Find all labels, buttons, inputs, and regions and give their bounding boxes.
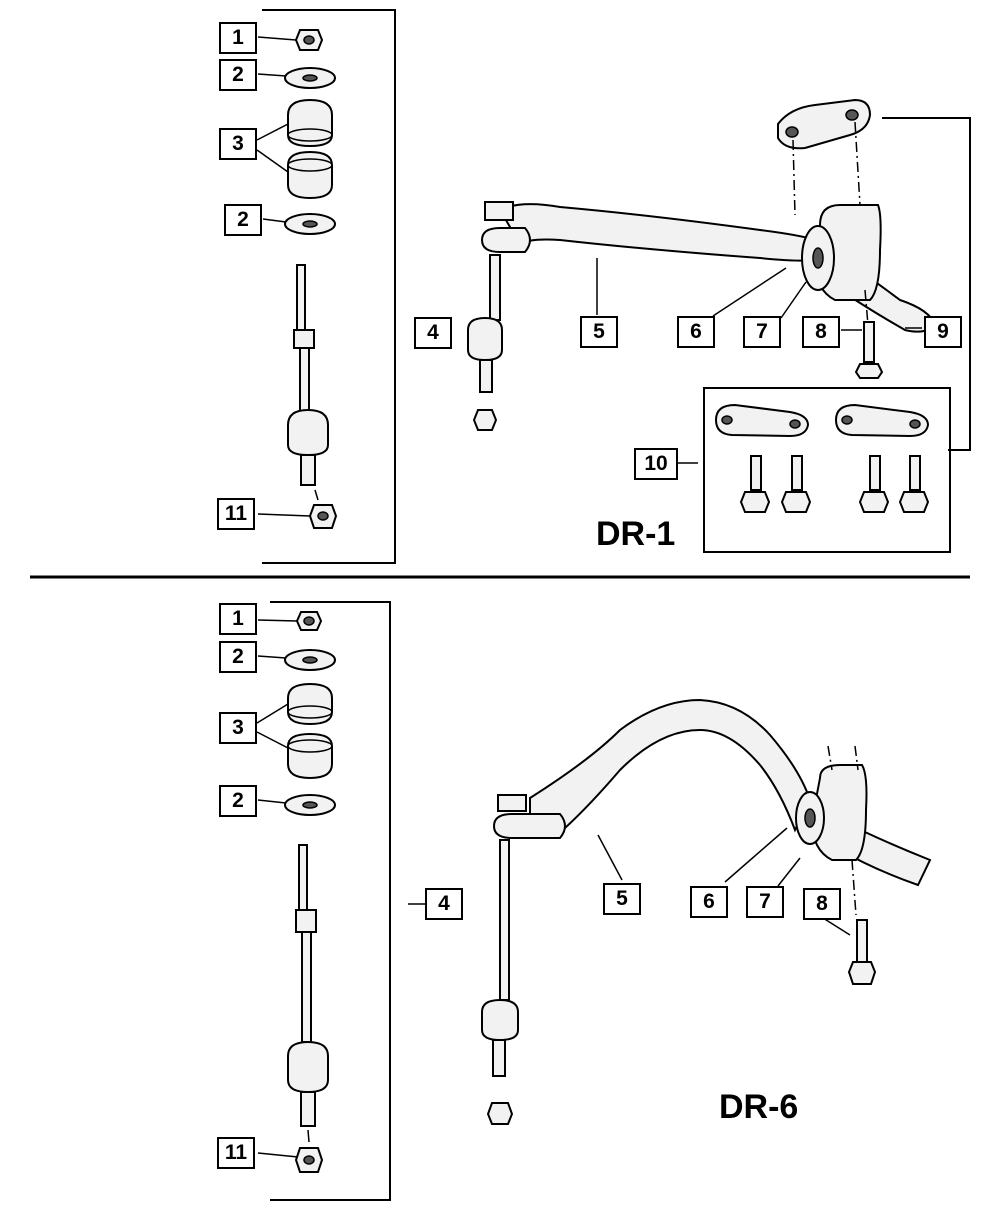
dr1-kit-bracket-right-part: [834, 403, 930, 438]
dr1-callout-5: 5: [580, 316, 618, 348]
dr1-kit-bracket-left-part: [714, 403, 810, 438]
dr6-bushing-upper-part: [287, 682, 333, 726]
dr6-bolt-part: [847, 919, 877, 985]
dr1-mounting-bracket-part: [777, 98, 872, 150]
dr6-callout-6: 6: [690, 886, 728, 918]
dr1-title: DR-1: [596, 515, 676, 553]
dr1-bushing-retainer-part: [801, 204, 882, 301]
dr1-bushing-upper-part: [287, 98, 333, 148]
dr1-callout-3: 3: [219, 128, 257, 160]
dr6-lower-nut-part: [294, 1147, 324, 1173]
dr6-callout-11: 11: [217, 1137, 255, 1169]
dr6-washer-part-top: [284, 649, 336, 671]
dr6-callout-2-bottom: 2: [219, 785, 257, 817]
dr6-link-bolt-part: [287, 844, 329, 1143]
dr1-bolt-part: [854, 321, 884, 379]
dr1-kit-bolts-part: [739, 455, 930, 513]
dr1-callout-10: 10: [634, 448, 678, 480]
dr6-callout-4: 4: [425, 888, 463, 920]
dr6-washer-part-bottom: [284, 794, 336, 816]
dr1-callout-7: 7: [743, 316, 781, 348]
dr6-callout-1: 1: [219, 603, 257, 635]
dr6-title: DR-6: [719, 1088, 799, 1126]
dr1-washer-part-top: [284, 67, 336, 89]
dr6-stabilizer-bar-part: [529, 698, 932, 887]
dr1-washer-part-bottom: [284, 213, 336, 235]
dr1-callout-8: 8: [802, 316, 840, 348]
dr6-callout-2-top: 2: [219, 641, 257, 673]
dr1-nut-part: [294, 29, 324, 51]
dr1-callout-2-top: 2: [219, 59, 257, 91]
dr1-bushing-lower-part: [287, 150, 333, 200]
dr1-callout-9: 9: [924, 316, 962, 348]
dr6-link-kit-bracket: [270, 601, 391, 1201]
dr1-bracket-kit-box: [703, 387, 951, 553]
dr1-end-link-part: [467, 201, 531, 431]
dr6-bushing-retainer-part: [795, 764, 868, 861]
dr1-callout-1: 1: [219, 22, 257, 54]
dr1-callout-11: 11: [217, 498, 255, 530]
dr6-bushing-lower-part: [287, 732, 333, 780]
dr6-callout-5: 5: [603, 883, 641, 915]
dr1-lower-nut-part: [308, 504, 338, 529]
dr6-callout-8: 8: [803, 888, 841, 920]
dr1-callout-6: 6: [677, 316, 715, 348]
dr6-callout-7: 7: [746, 886, 784, 918]
dr1-link-kit-bracket: [262, 9, 396, 564]
dr6-end-link-part: [481, 794, 566, 1125]
dr1-callout-2-bottom: 2: [224, 204, 262, 236]
dr1-link-bolt-part: [287, 264, 329, 501]
dr6-callout-3: 3: [219, 712, 257, 744]
dr6-nut-part: [295, 611, 323, 631]
dr1-callout-4: 4: [414, 317, 452, 349]
